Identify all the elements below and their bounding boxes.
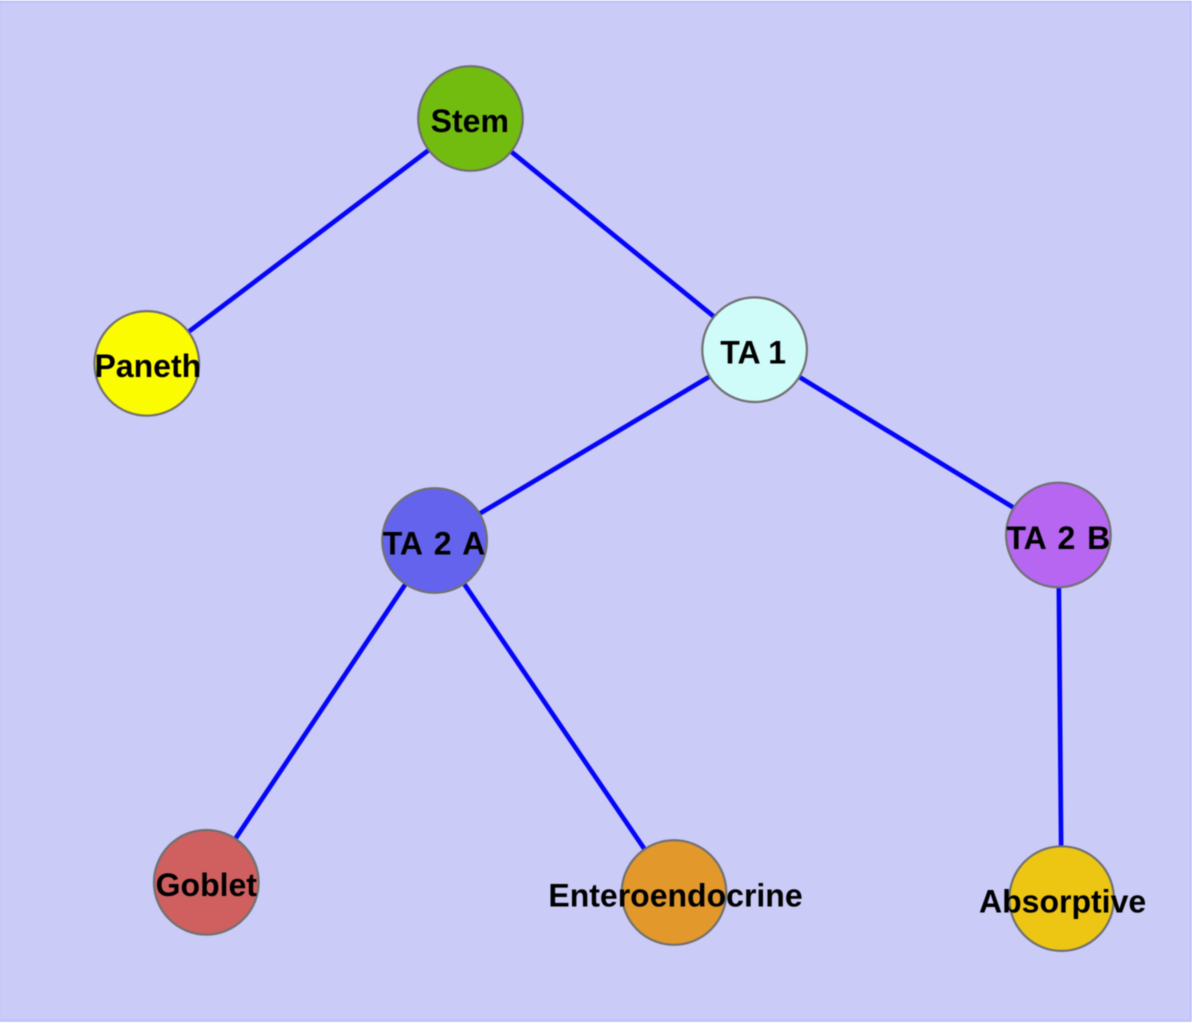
- svg-text:Paneth: Paneth: [94, 348, 201, 384]
- svg-text:TA 1: TA 1: [720, 335, 786, 371]
- svg-text:TA 2 A: TA 2 A: [383, 525, 486, 561]
- svg-text:Enteroendocrine: Enteroendocrine: [548, 877, 802, 913]
- svg-text:Goblet: Goblet: [156, 867, 258, 903]
- svg-text:TA 2 B: TA 2 B: [1007, 520, 1111, 556]
- svg-text:Stem: Stem: [431, 103, 509, 139]
- svg-text:Absorptive: Absorptive: [979, 883, 1146, 919]
